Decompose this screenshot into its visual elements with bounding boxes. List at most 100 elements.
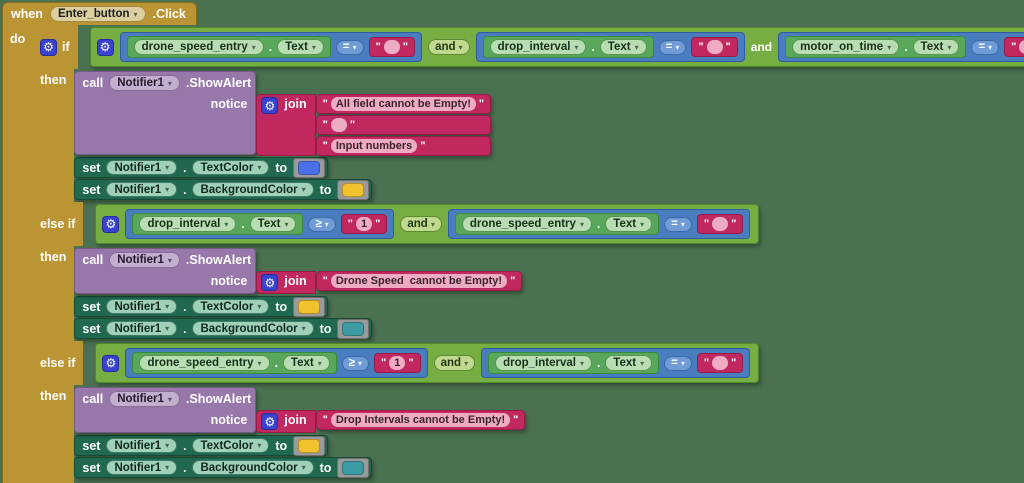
join-block[interactable]: ⚙ join "Drop Intervals cannot be Empty!" [256,410,526,433]
component-dropdown[interactable]: drone_speed_entry▾ [139,355,270,371]
string-value-field[interactable] [712,356,729,370]
set-backgroundcolor-block[interactable]: set Notifier1▾ . BackgroundColor▾ to [74,179,373,200]
string-value-field[interactable]: Drone Speed cannot be Empty! [330,274,508,288]
set-backgroundcolor-block[interactable]: set Notifier1▾ . BackgroundColor▾ to [74,457,373,478]
property-dropdown[interactable]: Text▾ [282,355,330,371]
property-dropdown[interactable]: Text▾ [912,39,960,55]
and-operator-dropdown[interactable]: and▾ [400,216,442,232]
property-dropdown[interactable]: Text▾ [605,355,653,371]
comparison-block[interactable]: drop_interval▾ . Text▾ ≥▾ "1" [125,209,395,239]
showalert-call-block[interactable]: call Notifier1▾ .ShowAlert notice ⚙ join [74,71,492,156]
color-block[interactable] [293,296,326,317]
mutator-gear-icon[interactable]: ⚙ [102,215,120,233]
mutator-gear-icon[interactable]: ⚙ [40,38,57,56]
and-logic-block[interactable]: ⚙ drone_speed_entry▾ . Text▾ =▾ "" and▾ [89,27,1024,67]
if-control-block[interactable]: ⚙ if ⚙ drone_speed_entry▾ . Text▾ =▾ [32,25,1024,483]
operator-dropdown[interactable]: =▾ [664,216,692,232]
text-string-block[interactable]: "" [315,115,492,135]
string-value-field[interactable]: Input numbers [330,139,418,153]
showalert-call-block[interactable]: call Notifier1▾ .ShowAlert notice ⚙ join [74,387,526,433]
and-operator-dropdown[interactable]: and▾ [428,39,470,55]
set-textcolor-block[interactable]: set Notifier1▾ . TextColor▾ to [74,435,329,456]
join-block-head[interactable]: ⚙ join [256,271,316,294]
comparison-block[interactable]: drone_speed_entry▾ . Text▾ ≥▾ "1" [125,348,428,378]
component-dropdown[interactable]: drop_interval▾ [489,39,587,55]
color-block[interactable] [337,457,370,478]
color-block[interactable] [293,157,326,178]
set-textcolor-block[interactable]: set Notifier1▾ . TextColor▾ to [74,296,329,317]
comparison-block[interactable]: drop_interval▾ . Text▾ =▾ "" [475,32,745,62]
operator-dropdown[interactable]: =▾ [335,39,364,55]
mutator-gear-icon[interactable]: ⚙ [96,38,114,56]
property-dropdown[interactable]: BackgroundColor▾ [192,182,314,197]
text-string-block[interactable]: "" [1004,37,1024,57]
component-dropdown[interactable]: drop_interval▾ [495,355,592,371]
color-block[interactable] [293,435,326,456]
property-getter-block[interactable]: drone_speed_entry▾ . Text▾ [126,36,331,58]
string-value-field[interactable] [706,40,723,54]
component-dropdown[interactable]: Notifier1▾ [106,182,178,197]
color-swatch[interactable] [298,299,321,314]
property-dropdown[interactable]: Text▾ [599,39,647,55]
set-textcolor-block[interactable]: set Notifier1▾ . TextColor▾ to [74,157,329,178]
operator-dropdown[interactable]: ≥▾ [341,355,370,371]
color-swatch[interactable] [342,182,365,197]
component-dropdown[interactable]: drone_speed_entry▾ [461,216,592,232]
color-block[interactable] [337,179,370,200]
color-swatch[interactable] [342,460,365,475]
component-dropdown[interactable]: drop_interval▾ [139,216,237,232]
set-backgroundcolor-block[interactable]: set Notifier1▾ . BackgroundColor▾ to [74,318,373,339]
text-string-block[interactable]: "" [691,37,738,57]
text-string-block[interactable]: "All field cannot be Empty!" [315,94,492,114]
component-dropdown[interactable]: Notifier1▾ [106,321,178,336]
string-value-field[interactable]: Drop Intervals cannot be Empty! [330,413,511,427]
property-dropdown[interactable]: TextColor▾ [192,438,270,453]
mutator-gear-icon[interactable]: ⚙ [261,97,279,114]
property-getter-block[interactable]: motor_on_time▾ . Text▾ [785,36,967,58]
comparison-block[interactable]: drop_interval▾ . Text▾ =▾ "" [481,348,751,378]
text-string-block[interactable]: "" [368,37,416,57]
component-dropdown[interactable]: Notifier1▾ [106,160,178,175]
and-logic-block[interactable]: ⚙ drone_speed_entry▾ . Text▾ ≥▾ "1" and▾ [95,343,760,383]
text-string-block[interactable]: "1" [340,214,388,234]
string-value-field[interactable]: 1 [389,356,406,370]
component-dropdown[interactable]: Notifier1▾ [106,438,178,453]
mutator-gear-icon[interactable]: ⚙ [261,413,279,430]
property-dropdown[interactable]: Text▾ [277,39,324,55]
component-dropdown[interactable]: drone_speed_entry▾ [133,39,264,55]
comparison-block[interactable]: drone_speed_entry▾ . Text▾ =▾ "" [119,32,423,62]
event-component-dropdown[interactable]: Enter_button▾ [49,6,146,22]
component-dropdown[interactable]: Notifier1▾ [106,299,178,314]
join-block-head[interactable]: ⚙ join [256,410,316,433]
operator-dropdown[interactable]: ≥▾ [308,216,336,232]
join-block[interactable]: ⚙ join "Drone Speed cannot be Empty!" [256,271,523,294]
text-string-block[interactable]: "" [696,214,744,234]
string-value-field[interactable] [330,118,347,132]
join-block[interactable]: ⚙ join "All field cannot be Empty!" "" "… [256,94,492,156]
color-swatch[interactable] [298,438,321,453]
and-logic-block[interactable]: ⚙ drop_interval▾ . Text▾ ≥▾ "1" and▾ [95,204,760,244]
property-getter-block[interactable]: drone_speed_entry▾ . Text▾ [132,352,337,374]
property-getter-block[interactable]: drone_speed_entry▾ . Text▾ [454,213,660,235]
comparison-block[interactable]: drone_speed_entry▾ . Text▾ =▾ "" [447,209,751,239]
property-dropdown[interactable]: TextColor▾ [192,160,270,175]
mutator-gear-icon[interactable]: ⚙ [261,274,279,291]
text-string-block[interactable]: "Drop Intervals cannot be Empty!" [315,410,526,430]
mutator-gear-icon[interactable]: ⚙ [102,354,120,372]
property-getter-block[interactable]: drop_interval▾ . Text▾ [488,352,660,374]
property-dropdown[interactable]: BackgroundColor▾ [192,460,314,475]
property-dropdown[interactable]: BackgroundColor▾ [192,321,314,336]
component-dropdown[interactable]: Notifier1▾ [106,460,178,475]
comparison-block[interactable]: motor_on_time▾ . Text▾ =▾ "" [778,32,1024,62]
component-dropdown[interactable]: Notifier1▾ [109,391,180,407]
when-block-header[interactable]: when Enter_button▾ .Click [2,2,197,25]
component-dropdown[interactable]: Notifier1▾ [109,252,180,268]
color-block[interactable] [337,318,370,339]
property-getter-block[interactable]: drop_interval▾ . Text▾ [482,36,654,58]
string-value-field[interactable] [712,217,729,231]
and-operator-dropdown[interactable]: and▾ [433,355,476,371]
text-string-block[interactable]: "1" [374,353,421,373]
component-dropdown[interactable]: motor_on_time▾ [792,39,900,55]
property-dropdown[interactable]: Text▾ [249,216,297,232]
